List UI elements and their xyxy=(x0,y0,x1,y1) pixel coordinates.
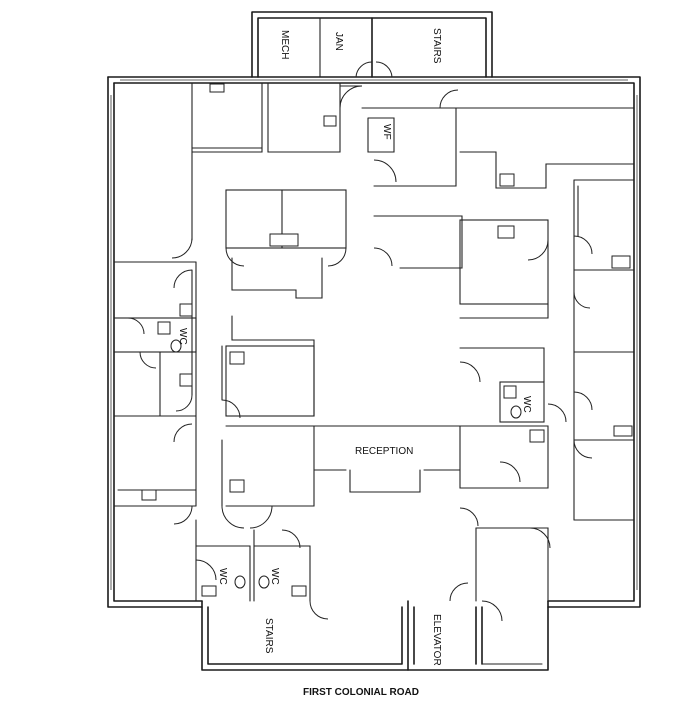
central-core xyxy=(221,189,463,507)
mech-label: MECH xyxy=(279,30,290,59)
window-ticks xyxy=(110,79,638,590)
exterior-walls xyxy=(107,11,641,671)
wc-bottom-left-label: WC xyxy=(217,568,228,585)
bottom-left-wc xyxy=(195,529,311,602)
wf-area xyxy=(361,107,457,187)
left-offices xyxy=(113,82,197,602)
elevator-label: ELEVATOR xyxy=(431,614,442,666)
wc-right-label: WC xyxy=(521,396,532,413)
top-left-rooms xyxy=(191,82,341,153)
wc-left-label: WC xyxy=(177,328,188,345)
wf-label: WF xyxy=(381,124,392,140)
fixtures xyxy=(141,83,633,597)
stairs-top-label: STAIRS xyxy=(431,28,442,64)
right-offices xyxy=(455,107,635,602)
wc-bottom-right-label: WC xyxy=(269,568,280,585)
reception-label: RECEPTION xyxy=(355,446,413,457)
doors xyxy=(127,61,593,622)
jan-label: JAN xyxy=(333,32,344,51)
stairs-bottom-label: STAIRS xyxy=(263,618,274,654)
road-label: FIRST COLONIAL ROAD xyxy=(303,687,419,698)
